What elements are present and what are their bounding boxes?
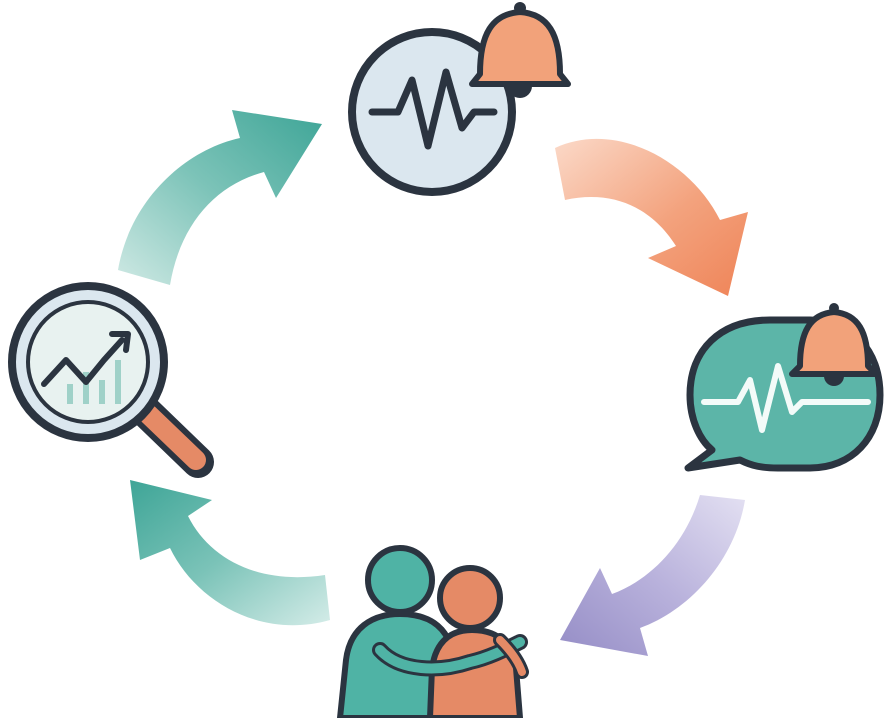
arrow-monitor-to-alert xyxy=(555,138,748,296)
people-hugging-icon xyxy=(337,545,529,718)
arrow-support-to-analyze xyxy=(130,480,330,626)
magnifying-glass-icon xyxy=(8,282,214,478)
arrow-alert-to-support xyxy=(560,495,745,656)
bell-icon xyxy=(469,2,571,98)
heartbeat-monitor-icon xyxy=(348,28,516,196)
arrow-analyze-to-monitor xyxy=(118,110,322,285)
bell-icon xyxy=(789,303,879,386)
trend-chart-icon xyxy=(41,331,131,404)
